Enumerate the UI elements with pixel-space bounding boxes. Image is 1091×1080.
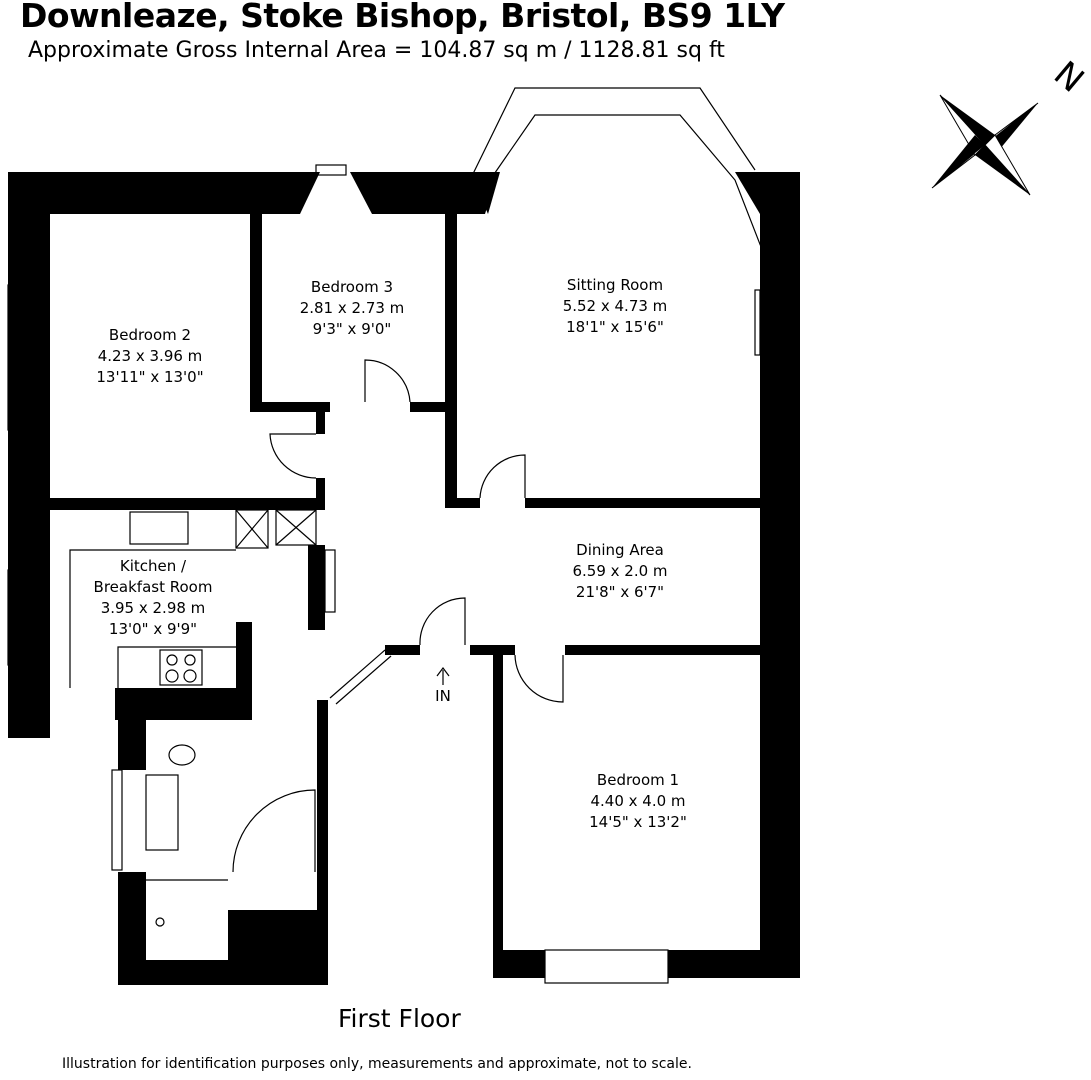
toilet-icon — [168, 744, 196, 766]
plan-title: Downleaze, Stoke Bishop, Bristol, BS9 1L… — [20, 0, 785, 35]
doors — [232, 359, 564, 873]
hob-icon — [159, 649, 203, 686]
gross-area: Approximate Gross Internal Area = 104.87… — [28, 38, 725, 63]
disclaimer: Illustration for identification purposes… — [62, 1056, 692, 1072]
floor-label: First Floor — [338, 1004, 461, 1033]
entrance-label: IN — [435, 687, 451, 705]
sink-icon — [129, 511, 189, 545]
compass-star-icon: N — [931, 54, 1091, 196]
shower-icon — [155, 917, 165, 927]
windows — [7, 87, 771, 984]
walls — [8, 172, 800, 985]
entrance-arrow-icon — [436, 667, 450, 685]
fixtures — [69, 509, 317, 927]
north-label: N — [1046, 54, 1091, 101]
basin-icon — [145, 774, 179, 851]
